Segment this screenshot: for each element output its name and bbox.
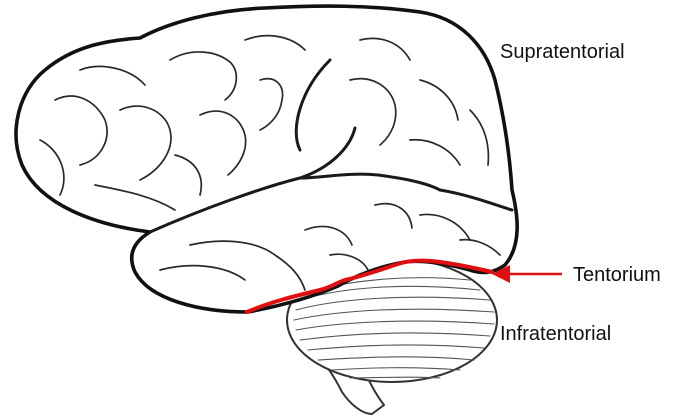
tentorium-label: Tentorium — [573, 264, 661, 287]
supratentorial-label: Supratentorial — [500, 41, 625, 64]
infratentorial-label: Infratentorial — [500, 323, 611, 346]
